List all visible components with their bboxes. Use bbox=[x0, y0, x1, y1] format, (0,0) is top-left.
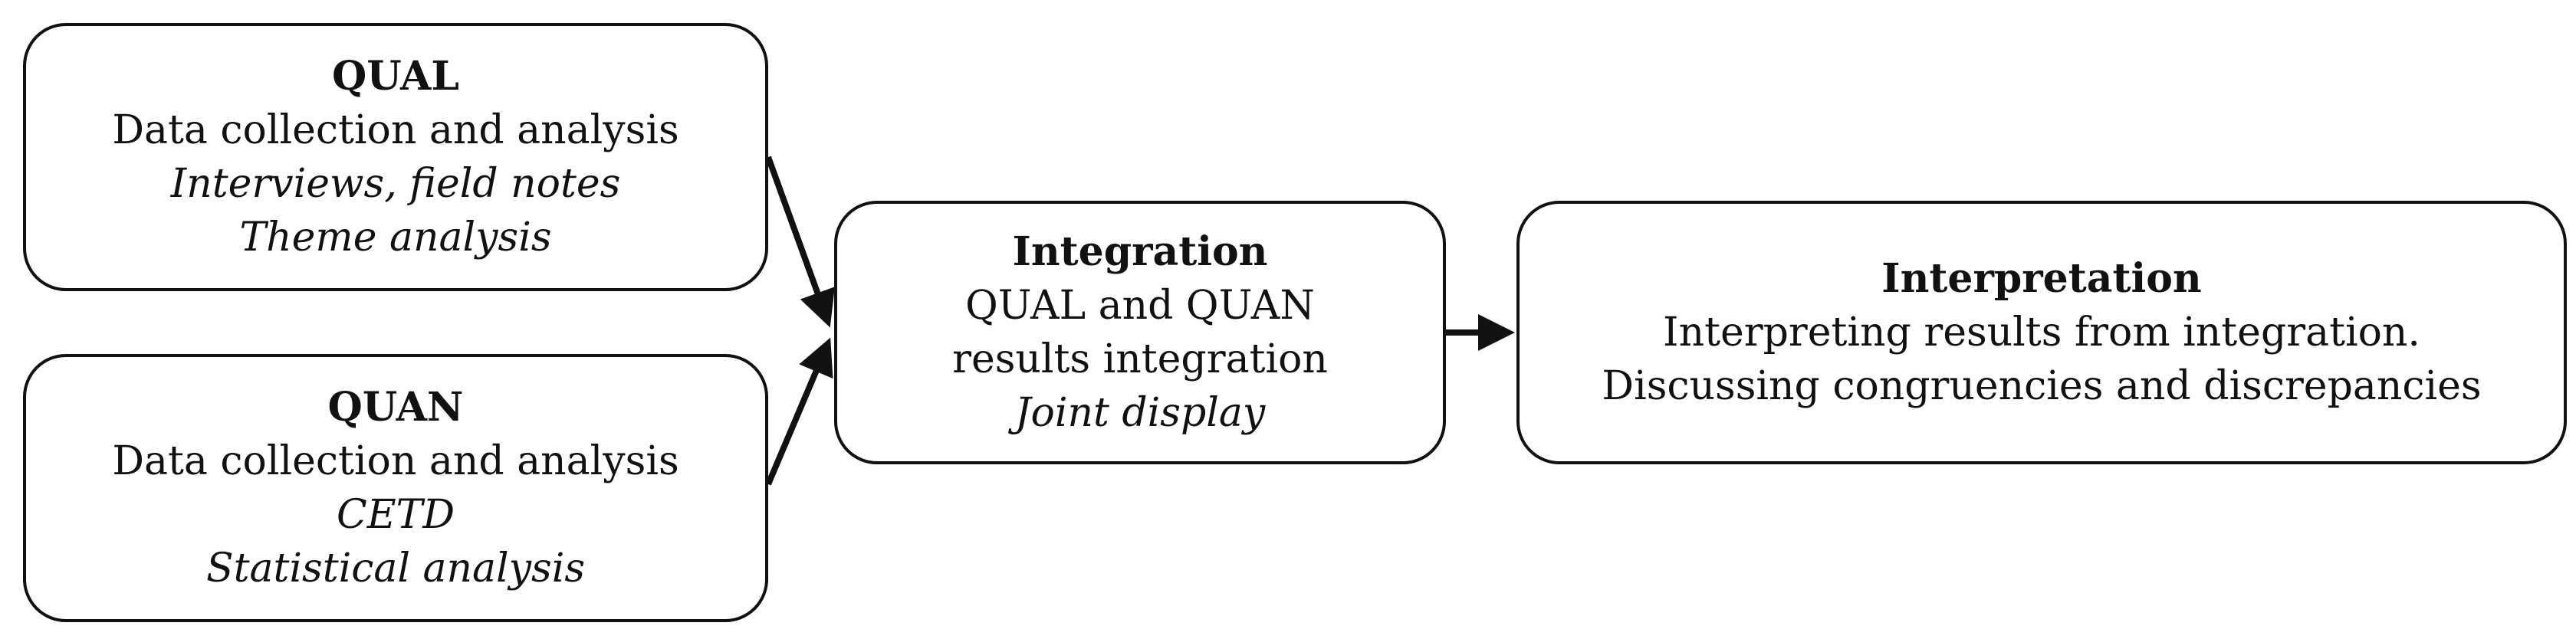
quan-body: Data collection and analysis bbox=[112, 438, 679, 484]
integration-box: Integration QUAL and QUAN results integr… bbox=[834, 201, 1446, 464]
integration-title: Integration bbox=[1012, 228, 1268, 275]
qual-title: QUAL bbox=[332, 53, 459, 100]
qual-note-analysis: Theme analysis bbox=[239, 215, 552, 261]
qual-body: Data collection and analysis bbox=[112, 107, 679, 153]
interpretation-body-line1: Interpreting results from integration. bbox=[1663, 310, 2420, 356]
integration-body-line1: QUAL and QUAN bbox=[965, 283, 1315, 329]
qual-box: QUAL Data collection and analysis Interv… bbox=[23, 23, 768, 291]
quan-box: QUAN Data collection and analysis CETD S… bbox=[23, 354, 768, 622]
arrow-quan-to-integration bbox=[765, 337, 833, 486]
interpretation-body-line2: Discussing congruencies and discrepancie… bbox=[1602, 363, 2482, 409]
integration-note: Joint display bbox=[1014, 390, 1266, 436]
interpretation-box: Interpretation Interpreting results from… bbox=[1516, 201, 2567, 464]
quan-note-instrument: CETD bbox=[336, 492, 455, 538]
quan-title: QUAN bbox=[327, 384, 464, 431]
quan-note-analysis: Statistical analysis bbox=[205, 546, 586, 591]
arrow-qual-to-integration bbox=[765, 156, 835, 328]
qual-note-methods: Interviews, field notes bbox=[170, 161, 621, 207]
interpretation-title: Interpretation bbox=[1881, 255, 2202, 302]
integration-body-line2: results integration bbox=[952, 336, 1328, 382]
